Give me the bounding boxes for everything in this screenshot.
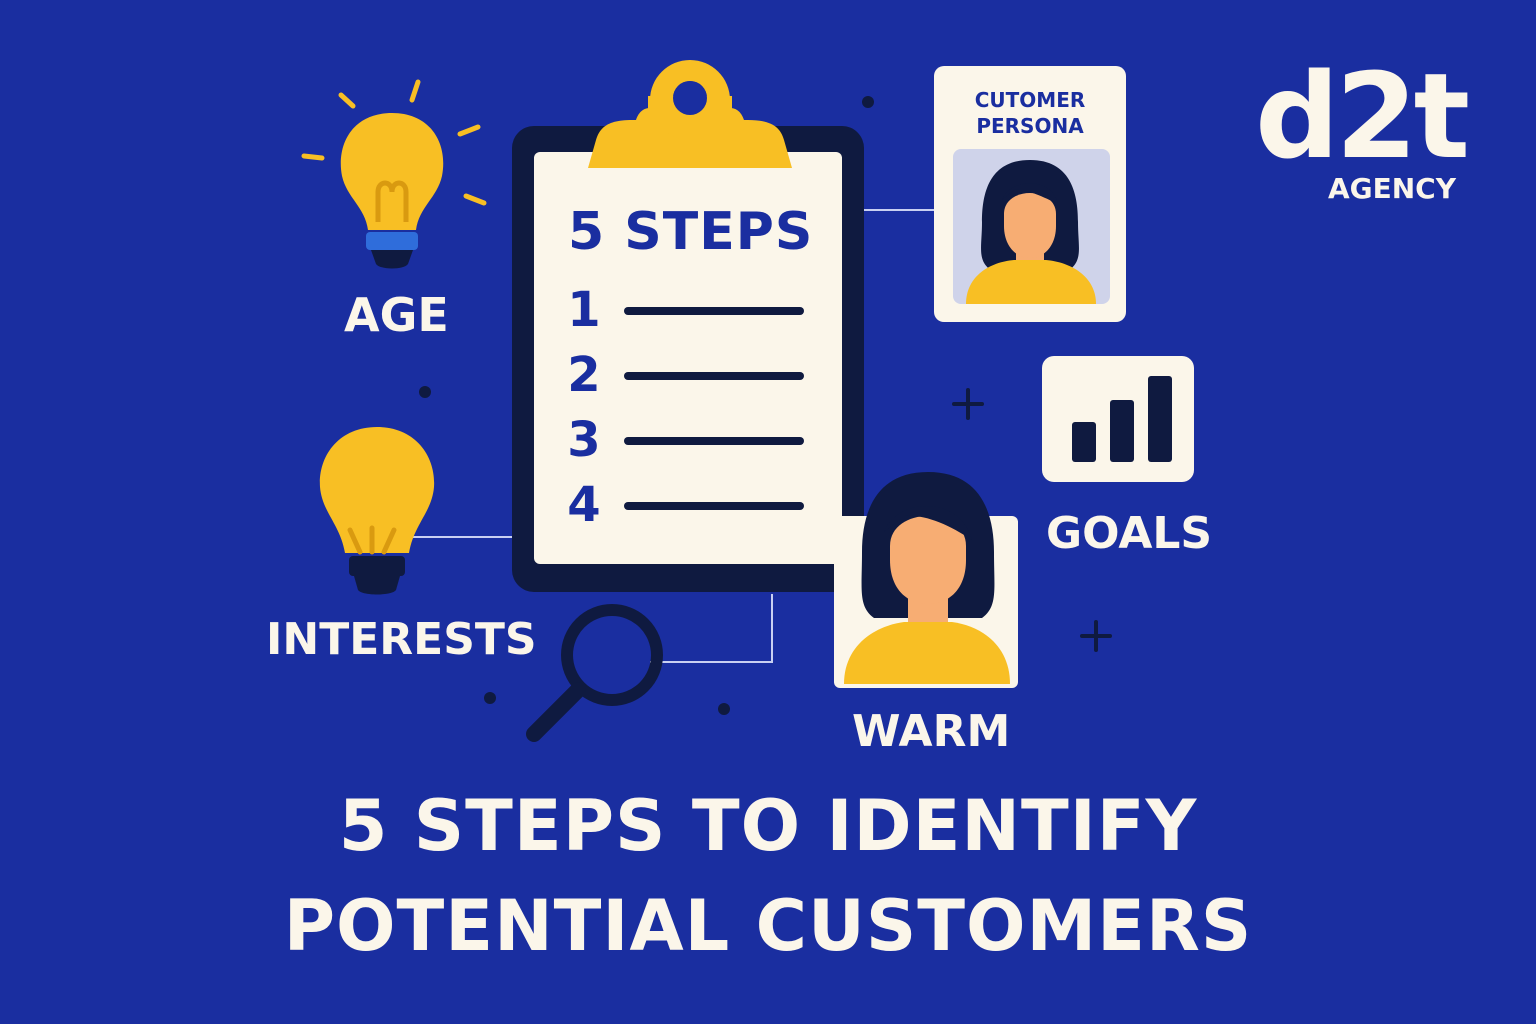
persona-title-line2: PERSONA	[976, 114, 1084, 138]
checklist-lines	[624, 307, 804, 510]
persona-card-icon	[934, 66, 1126, 322]
step-number-2: 2	[567, 347, 601, 403]
step-number-1: 1	[567, 282, 601, 338]
label-age: AGE	[344, 288, 449, 342]
label-goals: GOALS	[1046, 508, 1213, 559]
lightbulb-icon	[301, 79, 487, 269]
decorative-dots	[419, 96, 874, 715]
label-warm: WARM	[852, 706, 1011, 757]
brand-logo: d2t	[1255, 47, 1470, 185]
connector-lines	[410, 209, 936, 663]
lightbulb-icon	[319, 427, 435, 595]
persona-title-line1: CUTOMER	[974, 88, 1086, 112]
person-icon	[834, 472, 1018, 688]
bar-chart-icon	[1042, 356, 1194, 482]
step-number-4: 4	[567, 477, 601, 533]
headline-line-1: 5 STEPS TO IDENTIFY	[338, 785, 1198, 867]
magnifier-icon	[526, 604, 663, 742]
clipboard-icon	[512, 60, 864, 592]
clipboard-title: 5 STEPS	[568, 202, 814, 262]
step-number-3: 3	[567, 412, 601, 468]
plus-icon	[1080, 620, 1112, 652]
plus-icon	[952, 388, 984, 420]
label-interests: INTERESTS	[266, 614, 537, 665]
persona-card-title: CUTOMER PERSONA	[946, 87, 1114, 139]
brand-logo-subtitle: AGENCY	[1327, 172, 1456, 205]
headline-line-2: POTENTIAL CUSTOMERS	[283, 885, 1253, 967]
